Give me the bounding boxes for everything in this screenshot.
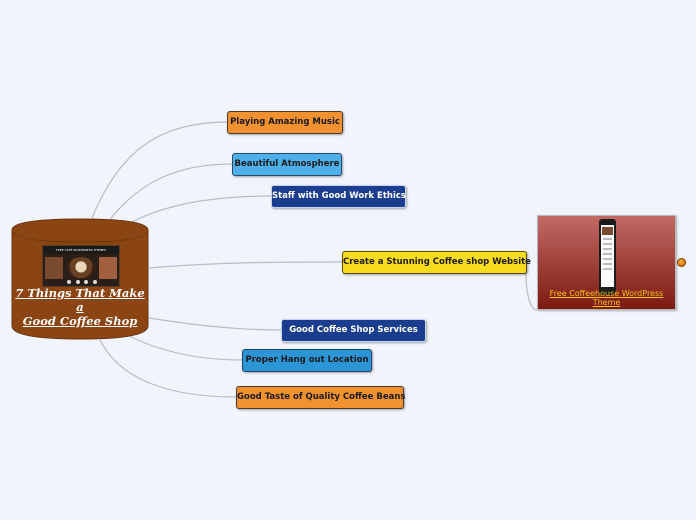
- topic-proper-hangout-location[interactable]: Proper Hang out Location: [242, 349, 372, 372]
- topic-good-taste-coffee-beans[interactable]: Good Taste of Quality Coffee Beans: [236, 386, 405, 409]
- phone-screenshot: [599, 219, 616, 295]
- connector-music: [91, 121, 229, 219]
- connector-beans: [99, 339, 237, 398]
- thumbnail-panel-left: [45, 257, 63, 279]
- thumbnail-dots: [67, 280, 97, 284]
- central-topic-title-line2: Good Coffee Shop: [22, 314, 138, 328]
- topic-good-coffee-shop-services[interactable]: Good Coffee Shop Services: [281, 319, 426, 342]
- phone-line: [603, 253, 612, 255]
- thumbnail-caption: FREE CAFÉ WORDPRESS THEMES: [43, 246, 119, 254]
- phone-line: [603, 263, 612, 265]
- phone-screen: [601, 225, 614, 287]
- topic-playing-amazing-music[interactable]: Playing Amazing Music: [227, 111, 343, 134]
- subtopic-coffeehouse-theme-image[interactable]: Free Coffeehouse WordPress Theme: [537, 215, 676, 310]
- phone-line: [603, 248, 612, 250]
- phone-line: [603, 243, 612, 245]
- connector-services: [148, 317, 283, 331]
- thumbnail-panel-right: [99, 257, 117, 279]
- central-topic-title: 7 Things That Make a Good Coffee Shop: [15, 286, 145, 328]
- phone-hero: [602, 227, 613, 235]
- connector-location: [124, 333, 243, 361]
- coffee-cup-image: [67, 257, 95, 279]
- topic-beautiful-atmosphere[interactable]: Beautiful Atmosphere: [232, 153, 342, 176]
- connector-website-image: [525, 271, 538, 311]
- connector-website: [148, 261, 343, 269]
- connector-atmosphere: [107, 163, 233, 223]
- hyperlink-icon[interactable]: [677, 258, 686, 267]
- topic-staff-work-ethics[interactable]: Staff with Good Work Ethics: [271, 185, 406, 208]
- central-topic-title-line1: 7 Things That Make a: [15, 286, 145, 314]
- phone-line: [603, 268, 612, 270]
- topic-create-coffee-shop-website[interactable]: Create a Stunning Coffee shop Website: [342, 251, 531, 274]
- phone-line: [603, 258, 612, 260]
- coffeehouse-theme-link[interactable]: Free Coffeehouse WordPress Theme: [549, 289, 664, 307]
- connector-staff: [124, 195, 273, 227]
- central-topic[interactable]: FREE CAFÉ WORDPRESS THEMES 7 Things That…: [11, 218, 149, 340]
- phone-line: [603, 238, 612, 240]
- coffee-shop-thumbnail: FREE CAFÉ WORDPRESS THEMES: [42, 245, 120, 287]
